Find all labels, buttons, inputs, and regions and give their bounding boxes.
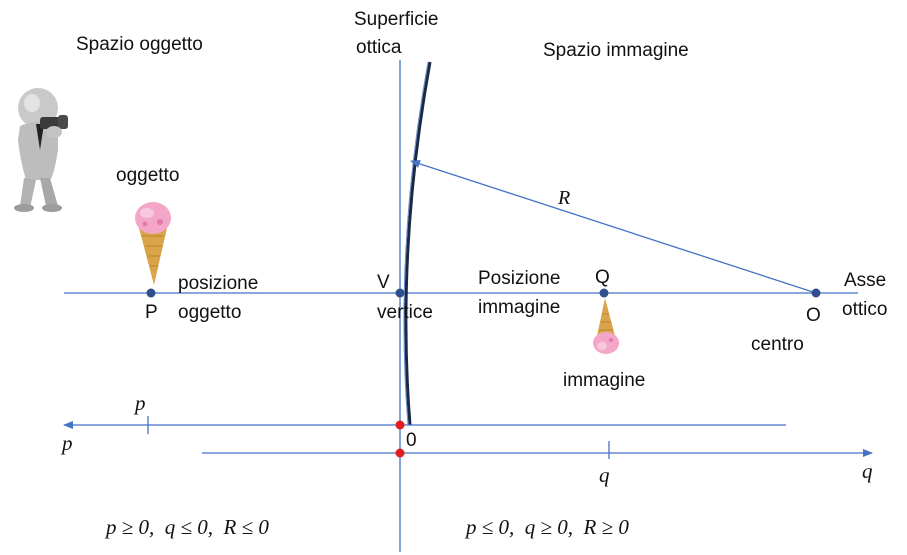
zero-label: 0 [406,430,417,451]
q-tick-label: q [599,463,610,487]
object-position-line1: posizione [178,273,258,294]
sign-convention-left: p ≥ 0, q ≤ 0, R ≤ 0 [104,515,269,539]
q-axis-label: q [862,459,873,483]
image-icecream [593,298,619,354]
image-position-line2: immagine [478,297,560,318]
point-V-label: V [377,272,390,293]
point-P-label: P [145,302,158,323]
object-space-label: Spazio oggetto [76,34,203,55]
origin-dot-p [395,420,405,430]
axis-label-line2: ottico [842,299,887,320]
vertex-label: vertice [377,302,433,323]
p-tick-label: p [133,391,146,415]
optical-surface-highlight [403,61,429,426]
point-Q-dot [599,288,609,298]
origin-dot-q [395,448,405,458]
image-space-label: Spazio immagine [543,40,689,61]
image-position-line1: Posizione [478,268,560,289]
point-O-dot [811,288,821,298]
observer-figure [14,88,68,212]
object-position-line2: oggetto [178,302,241,323]
surface-label-line1: Superficie [354,9,439,30]
point-Q-label: Q [595,267,610,288]
surface-label-line2: ottica [356,37,402,58]
optical-surface [404,61,432,426]
radius-arrow [410,159,817,294]
object-label: oggetto [116,165,179,186]
radius-label: R [557,187,570,209]
axis-label-line1: Asse [844,270,886,291]
p-axis-label: p [60,431,73,455]
object-icecream [135,202,171,285]
point-O-label: O [806,305,821,326]
point-P-dot [146,288,156,298]
image-label: immagine [563,370,645,391]
center-label: centro [751,334,804,355]
point-V-dot [395,288,405,298]
sign-convention-right: p ≤ 0, q ≥ 0, R ≥ 0 [464,515,629,539]
